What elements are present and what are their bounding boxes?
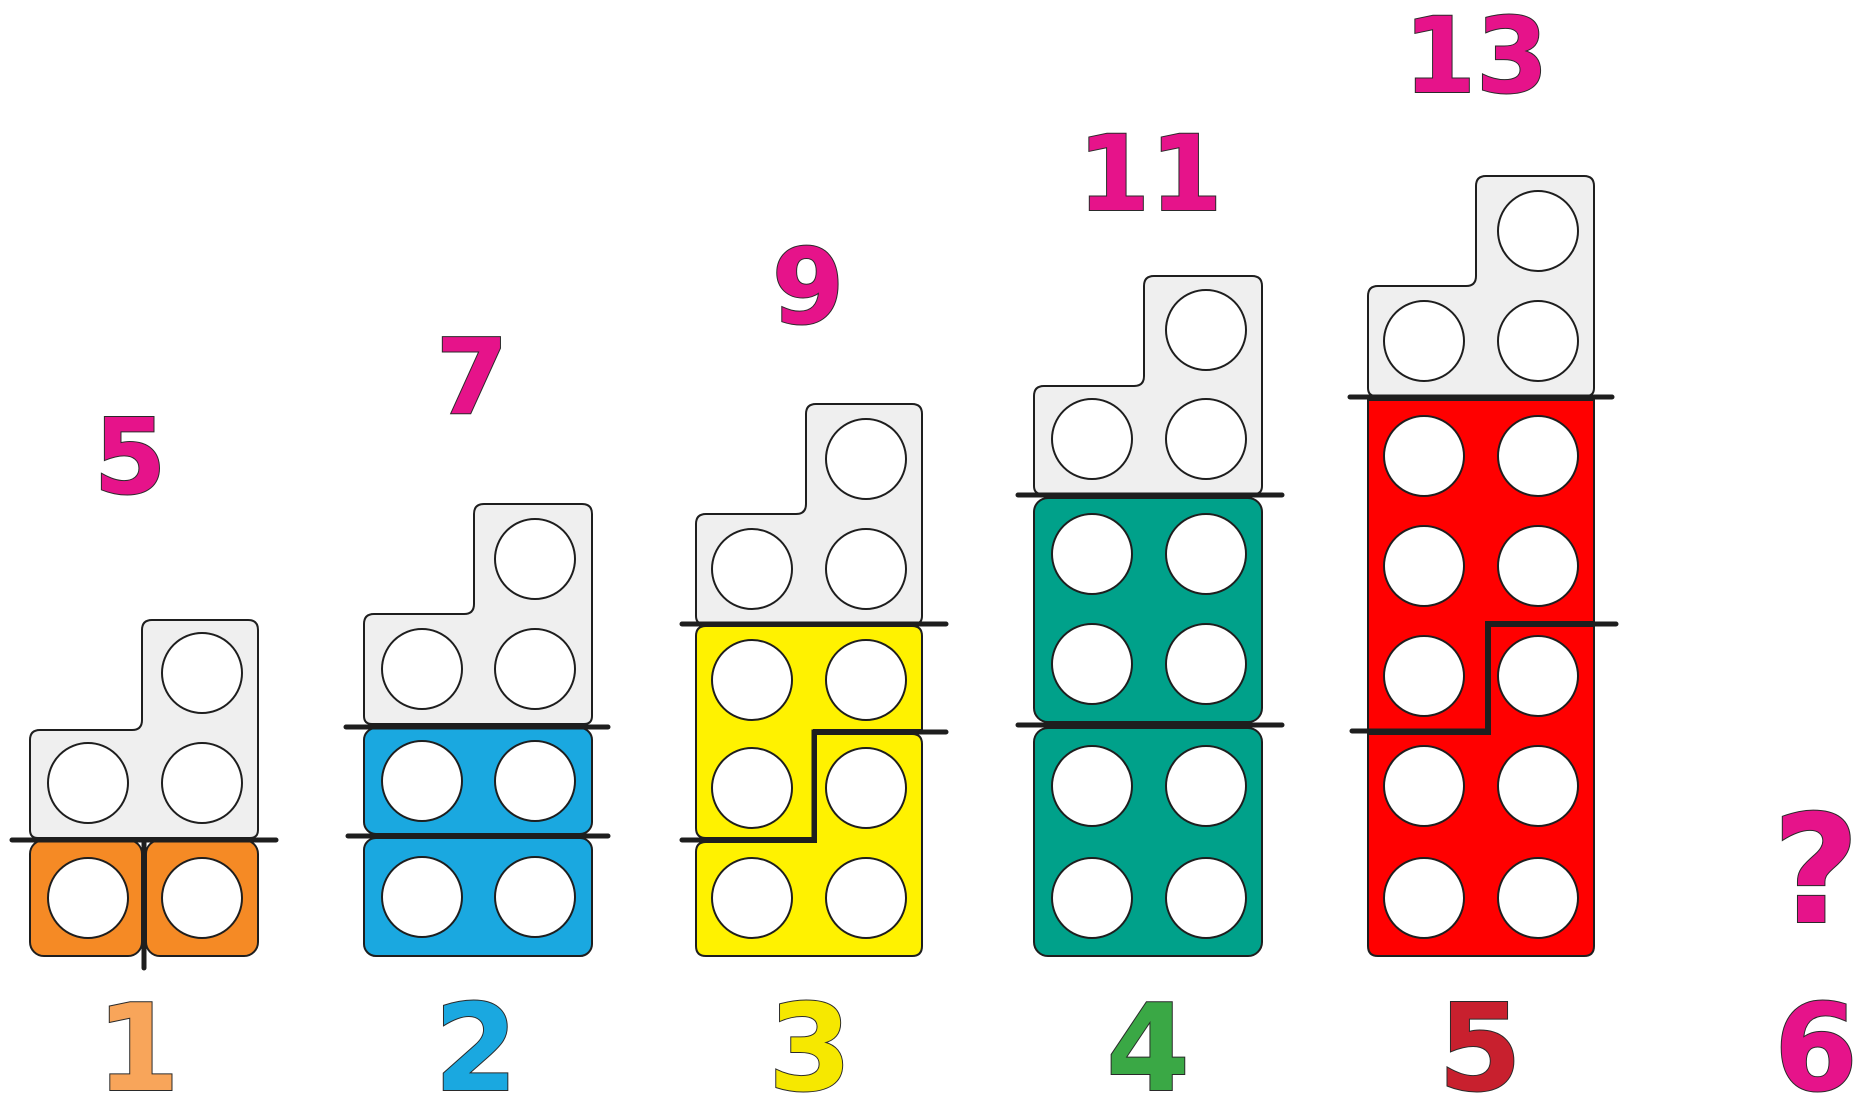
figure-4 <box>1018 276 1282 956</box>
total-label-1: 5 <box>94 396 166 518</box>
hole <box>712 640 792 720</box>
hole <box>1498 746 1578 826</box>
hole <box>495 629 575 709</box>
total-label-5: 13 <box>1404 0 1549 117</box>
total-label-4: 11 <box>1078 113 1223 235</box>
figure-5 <box>1350 176 1616 956</box>
hole <box>1498 301 1578 381</box>
position-label-1: 1 <box>96 980 180 1093</box>
hole <box>1052 514 1132 594</box>
hole <box>1384 636 1464 716</box>
hole <box>826 748 906 828</box>
hole <box>1498 191 1578 271</box>
figure-3 <box>682 404 946 956</box>
hole <box>826 419 906 499</box>
hole <box>1166 290 1246 370</box>
hole <box>1384 746 1464 826</box>
hole <box>162 858 242 938</box>
hole <box>1498 858 1578 938</box>
hole <box>1384 858 1464 938</box>
figure-2 <box>346 504 608 956</box>
hole <box>1052 399 1132 479</box>
hole <box>1052 858 1132 938</box>
total-label-2: 7 <box>436 316 508 438</box>
hole <box>382 629 462 709</box>
hole <box>1166 514 1246 594</box>
hole <box>1052 624 1132 704</box>
hole <box>48 743 128 823</box>
hole <box>1498 416 1578 496</box>
hole <box>712 858 792 938</box>
hole <box>1166 858 1246 938</box>
total-label-3: 9 <box>772 226 844 348</box>
hole <box>495 519 575 599</box>
hole <box>712 529 792 609</box>
position-label-4: 4 <box>1106 980 1190 1093</box>
hole <box>1498 526 1578 606</box>
figure-1 <box>12 620 276 968</box>
hole <box>826 640 906 720</box>
hole <box>1052 746 1132 826</box>
hole <box>495 857 575 937</box>
hole <box>162 743 242 823</box>
hole <box>1384 416 1464 496</box>
hole <box>712 748 792 828</box>
hole <box>1384 301 1464 381</box>
unknown-total-label: ? <box>1772 784 1859 958</box>
hole <box>382 857 462 937</box>
hole <box>48 858 128 938</box>
hole <box>162 633 242 713</box>
hole <box>1166 399 1246 479</box>
hole <box>1384 526 1464 606</box>
position-label-5: 5 <box>1438 980 1522 1093</box>
unknown-position-label: 6 <box>1774 980 1858 1093</box>
position-label-3: 3 <box>768 980 852 1093</box>
hole <box>382 741 462 821</box>
hole <box>1498 636 1578 716</box>
hole <box>826 858 906 938</box>
position-label-2: 2 <box>434 980 518 1093</box>
hole <box>1166 624 1246 704</box>
hole <box>1166 746 1246 826</box>
hole <box>826 529 906 609</box>
hole <box>495 741 575 821</box>
